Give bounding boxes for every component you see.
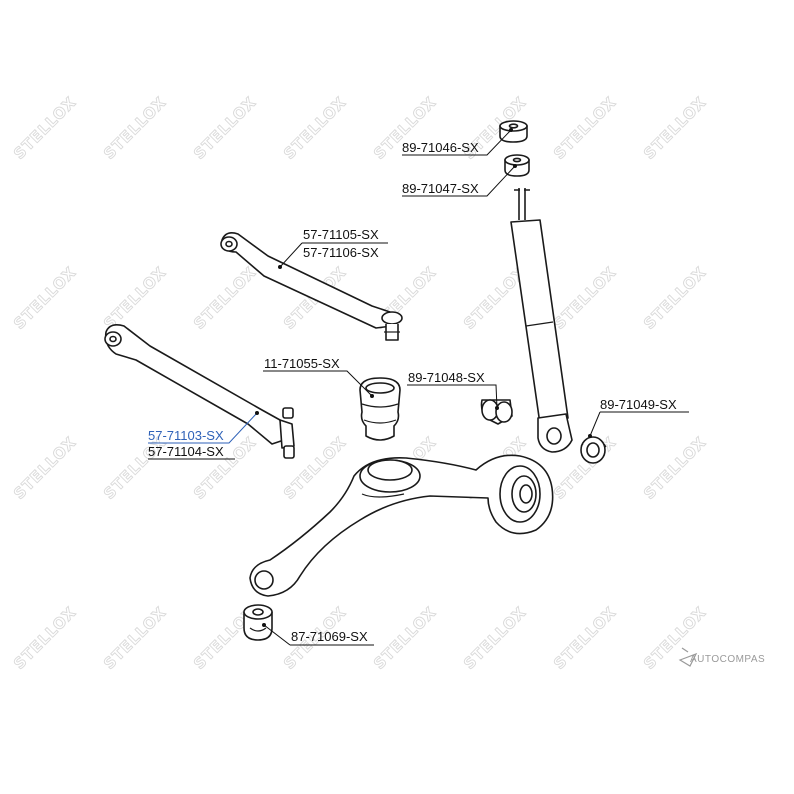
part-labels: 89-71046-SX 89-71047-SX 57-71105-SX 57-7…	[148, 140, 677, 644]
watermark-text: STELLOX	[10, 433, 80, 503]
watermark-text: STELLOX	[640, 263, 710, 333]
part-label-89-71047[interactable]: 89-71047-SX	[402, 181, 479, 196]
brand-text: AUTOCOMPAS	[690, 654, 765, 665]
leader-lines	[148, 128, 689, 646]
part-label-57-71103[interactable]: 57-71103-SX	[148, 428, 224, 443]
watermark-text: STELLOX	[10, 603, 80, 673]
watermark-text: STELLOX	[280, 93, 350, 163]
watermark-text: STELLOX	[640, 433, 710, 503]
watermark-text: STELLOX	[100, 603, 170, 673]
bump-stop[interactable]	[359, 377, 401, 441]
part-label-87-71069[interactable]: 87-71069-SX	[291, 629, 368, 644]
part-label-89-71046[interactable]: 89-71046-SX	[402, 140, 479, 155]
part-label-89-71049[interactable]: 89-71049-SX	[600, 397, 677, 412]
watermark-text: STELLOX	[10, 263, 80, 333]
watermark-layer: STELLOX STELLOX STELLOX STELLOX STELLOX …	[10, 93, 711, 674]
brand-logo: AUTOCOMPAS	[678, 647, 765, 667]
part-label-89-71048[interactable]: 89-71048-SX	[408, 370, 485, 385]
lower-control-arm[interactable]	[104, 324, 295, 459]
watermark-text: STELLOX	[550, 603, 620, 673]
shock-lower-bushing[interactable]	[480, 399, 513, 425]
watermark-text: STELLOX	[10, 93, 80, 163]
part-label-57-71104[interactable]: 57-71104-SX	[148, 444, 224, 459]
top-mount-bushing-upper[interactable]	[499, 120, 528, 143]
watermark-text: STELLOX	[190, 93, 260, 163]
watermark-text: STELLOX	[370, 603, 440, 673]
trailing-arm-knuckle	[249, 454, 554, 597]
upper-control-arm[interactable]	[220, 232, 403, 341]
watermark-text: STELLOX	[100, 93, 170, 163]
watermark-text: STELLOX	[550, 263, 620, 333]
part-label-57-71105[interactable]: 57-71105-SX	[303, 227, 379, 242]
watermark-text: STELLOX	[640, 93, 710, 163]
brand-icon	[678, 647, 698, 667]
watermark-text: STELLOX	[100, 263, 170, 333]
watermark-text: STELLOX	[550, 93, 620, 163]
watermark-text: STELLOX	[190, 263, 260, 333]
watermark-text: STELLOX	[460, 603, 530, 673]
shock-mount-washer[interactable]	[580, 436, 607, 464]
shock-absorber	[510, 188, 573, 453]
part-label-11-71055[interactable]: 11-71055-SX	[264, 356, 340, 371]
top-mount-bushing-lower[interactable]	[504, 154, 530, 177]
part-label-57-71106[interactable]: 57-71106-SX	[303, 245, 379, 260]
trailing-arm-bushing[interactable]	[243, 604, 273, 641]
